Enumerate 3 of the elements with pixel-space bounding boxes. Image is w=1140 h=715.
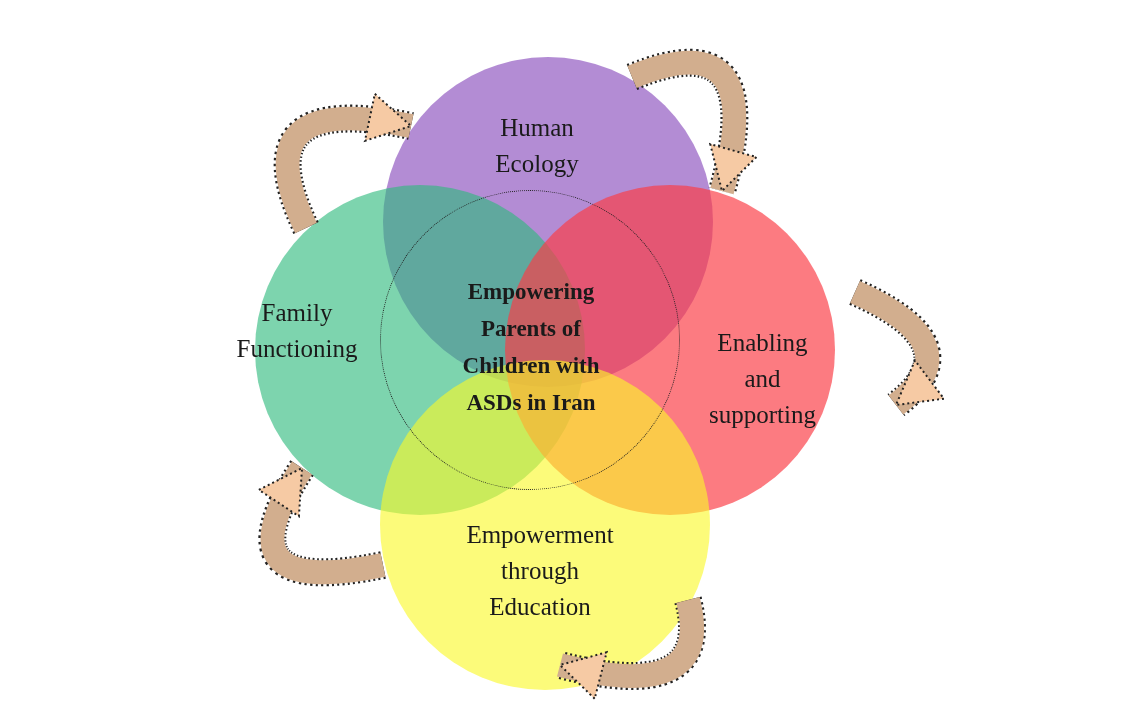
circle-label: Human Ecology	[494, 113, 580, 179]
circle-label: Empowerment through Education	[465, 520, 615, 622]
circle-label: Enabling and supporting	[708, 328, 817, 430]
